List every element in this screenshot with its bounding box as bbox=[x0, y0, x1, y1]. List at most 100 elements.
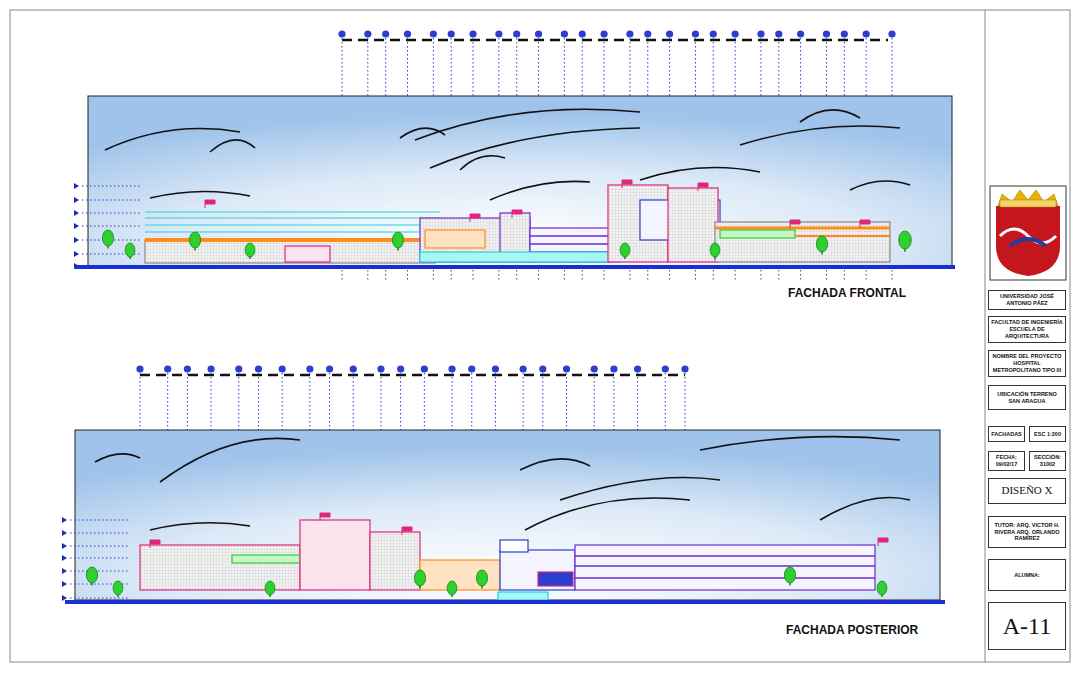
title-block-cell: ALUMNA: bbox=[988, 559, 1066, 591]
tree-symbol bbox=[816, 236, 827, 254]
tree-symbol bbox=[113, 581, 123, 597]
drawing-title: FACHADA POSTERIOR bbox=[786, 623, 918, 637]
building-volume bbox=[498, 592, 548, 600]
tree-symbol bbox=[265, 581, 275, 597]
title-block-cell: A-11 bbox=[988, 602, 1066, 650]
building-volume bbox=[538, 572, 573, 586]
roof-flag bbox=[320, 513, 330, 521]
roof-flag bbox=[150, 540, 160, 548]
building-volume bbox=[425, 230, 485, 248]
tree-symbol bbox=[476, 570, 487, 588]
title-block-text: FACHADAS bbox=[991, 431, 1022, 438]
cloud-line bbox=[820, 498, 910, 521]
cloud-line bbox=[520, 459, 590, 470]
title-block-cell: NOMBRE DEL PROYECTO HOSPITAL METROPOLITA… bbox=[988, 350, 1066, 377]
cloud-line bbox=[160, 438, 300, 482]
title-block-text: A-11 bbox=[1003, 611, 1051, 641]
building-volume bbox=[420, 560, 500, 590]
building-volume bbox=[285, 246, 330, 262]
title-block-cell: ESC 1:200 bbox=[1029, 426, 1066, 442]
facade-line bbox=[795, 235, 890, 237]
tree-symbol bbox=[414, 570, 425, 588]
ground-line bbox=[75, 265, 955, 269]
cloud-line bbox=[560, 478, 720, 501]
level-markers bbox=[62, 517, 128, 601]
level-markers bbox=[74, 183, 142, 269]
roof-flag bbox=[512, 210, 522, 218]
building-volume bbox=[145, 240, 435, 263]
building-volume bbox=[715, 222, 890, 262]
cloud-line bbox=[430, 128, 640, 168]
facade-line bbox=[145, 225, 440, 226]
title-block-cell: UBICACIÓN TERRENO SAN ARAGUA bbox=[988, 385, 1066, 410]
facade-line bbox=[145, 218, 440, 219]
title-block-text: NOMBRE DEL PROYECTO HOSPITAL METROPOLITA… bbox=[991, 353, 1063, 374]
university-logo bbox=[990, 186, 1066, 280]
tree-symbol bbox=[447, 581, 457, 597]
cloud-line bbox=[490, 181, 590, 200]
building-volume bbox=[500, 540, 528, 552]
tree-symbol bbox=[245, 243, 255, 259]
roof-flag bbox=[698, 183, 708, 191]
title-block-text: FECHA: 09/02/17 bbox=[991, 454, 1022, 468]
title-block-text: FACULTAD DE INGENIERÍA ESCUELA DE ARQUIT… bbox=[991, 319, 1063, 340]
title-block-cell: DISEÑO X bbox=[988, 478, 1066, 504]
cloud-line bbox=[700, 437, 900, 450]
facade-line bbox=[145, 212, 440, 213]
cloud-line bbox=[400, 128, 445, 138]
facade-line bbox=[530, 243, 610, 245]
ground-line bbox=[65, 600, 945, 604]
roof-flag bbox=[402, 527, 412, 535]
title-block-cell: SECCIÓN: 31002 bbox=[1029, 451, 1066, 471]
roof-flag bbox=[878, 538, 888, 546]
roof-flag bbox=[790, 220, 800, 228]
building-volume bbox=[370, 532, 420, 590]
cloud-line bbox=[150, 523, 250, 530]
title-block-text: ALUMNA: bbox=[1014, 572, 1040, 579]
facade-line bbox=[715, 227, 890, 230]
roof-flag bbox=[205, 200, 215, 208]
sky-panel bbox=[75, 430, 940, 600]
title-block-cell: TUTOR: ARQ. VICTOR H. RIVERA ARQ. ORLAND… bbox=[988, 516, 1066, 548]
title-block-cell: FACULTAD DE INGENIERÍA ESCUELA DE ARQUIT… bbox=[988, 316, 1066, 343]
title-block-text: DISEÑO X bbox=[1001, 484, 1052, 498]
tree-symbol bbox=[392, 232, 403, 250]
title-block-cell: FECHA: 09/02/17 bbox=[988, 451, 1025, 471]
tree-symbol bbox=[86, 567, 97, 585]
roof-flag bbox=[470, 214, 480, 222]
tree-symbol bbox=[189, 232, 200, 250]
building-volume bbox=[140, 545, 300, 590]
cloud-line bbox=[415, 109, 640, 140]
facade-line bbox=[575, 577, 875, 579]
title-block-cell: UNIVERSIDAD JOSÉ ANTONIO PÁEZ bbox=[988, 290, 1066, 310]
roof-flag bbox=[860, 220, 870, 228]
building-volume bbox=[720, 230, 795, 238]
roof-flag bbox=[622, 180, 632, 188]
building-volume bbox=[500, 550, 575, 590]
tree-symbol bbox=[710, 243, 720, 259]
facade-line bbox=[575, 565, 875, 567]
cloud-line bbox=[640, 168, 760, 181]
sky-panel bbox=[88, 96, 952, 268]
tree-symbol bbox=[877, 581, 887, 597]
cloud-line bbox=[525, 498, 690, 530]
cloud-line bbox=[150, 191, 250, 198]
cloud-line bbox=[95, 454, 140, 462]
tree-symbol bbox=[784, 567, 795, 585]
cloud-line bbox=[850, 181, 910, 190]
title-block-text: UBICACIÓN TERRENO SAN ARAGUA bbox=[991, 391, 1063, 405]
title-block-text: SECCIÓN: 31002 bbox=[1032, 454, 1063, 468]
tree-symbol bbox=[899, 231, 912, 252]
title-block-text: ESC 1:200 bbox=[1034, 431, 1061, 438]
building-volume bbox=[420, 252, 620, 262]
facade-line bbox=[575, 555, 875, 557]
tree-symbol bbox=[102, 230, 113, 248]
cloud-line bbox=[210, 140, 255, 152]
building-volume bbox=[300, 520, 370, 590]
cloud-line bbox=[105, 129, 240, 150]
tree-symbol bbox=[125, 243, 135, 259]
title-block-text: TUTOR: ARQ. VICTOR H. RIVERA ARQ. ORLAND… bbox=[991, 522, 1063, 543]
facade-line bbox=[145, 238, 420, 242]
drawing-title: FACHADA FRONTAL bbox=[788, 286, 906, 300]
